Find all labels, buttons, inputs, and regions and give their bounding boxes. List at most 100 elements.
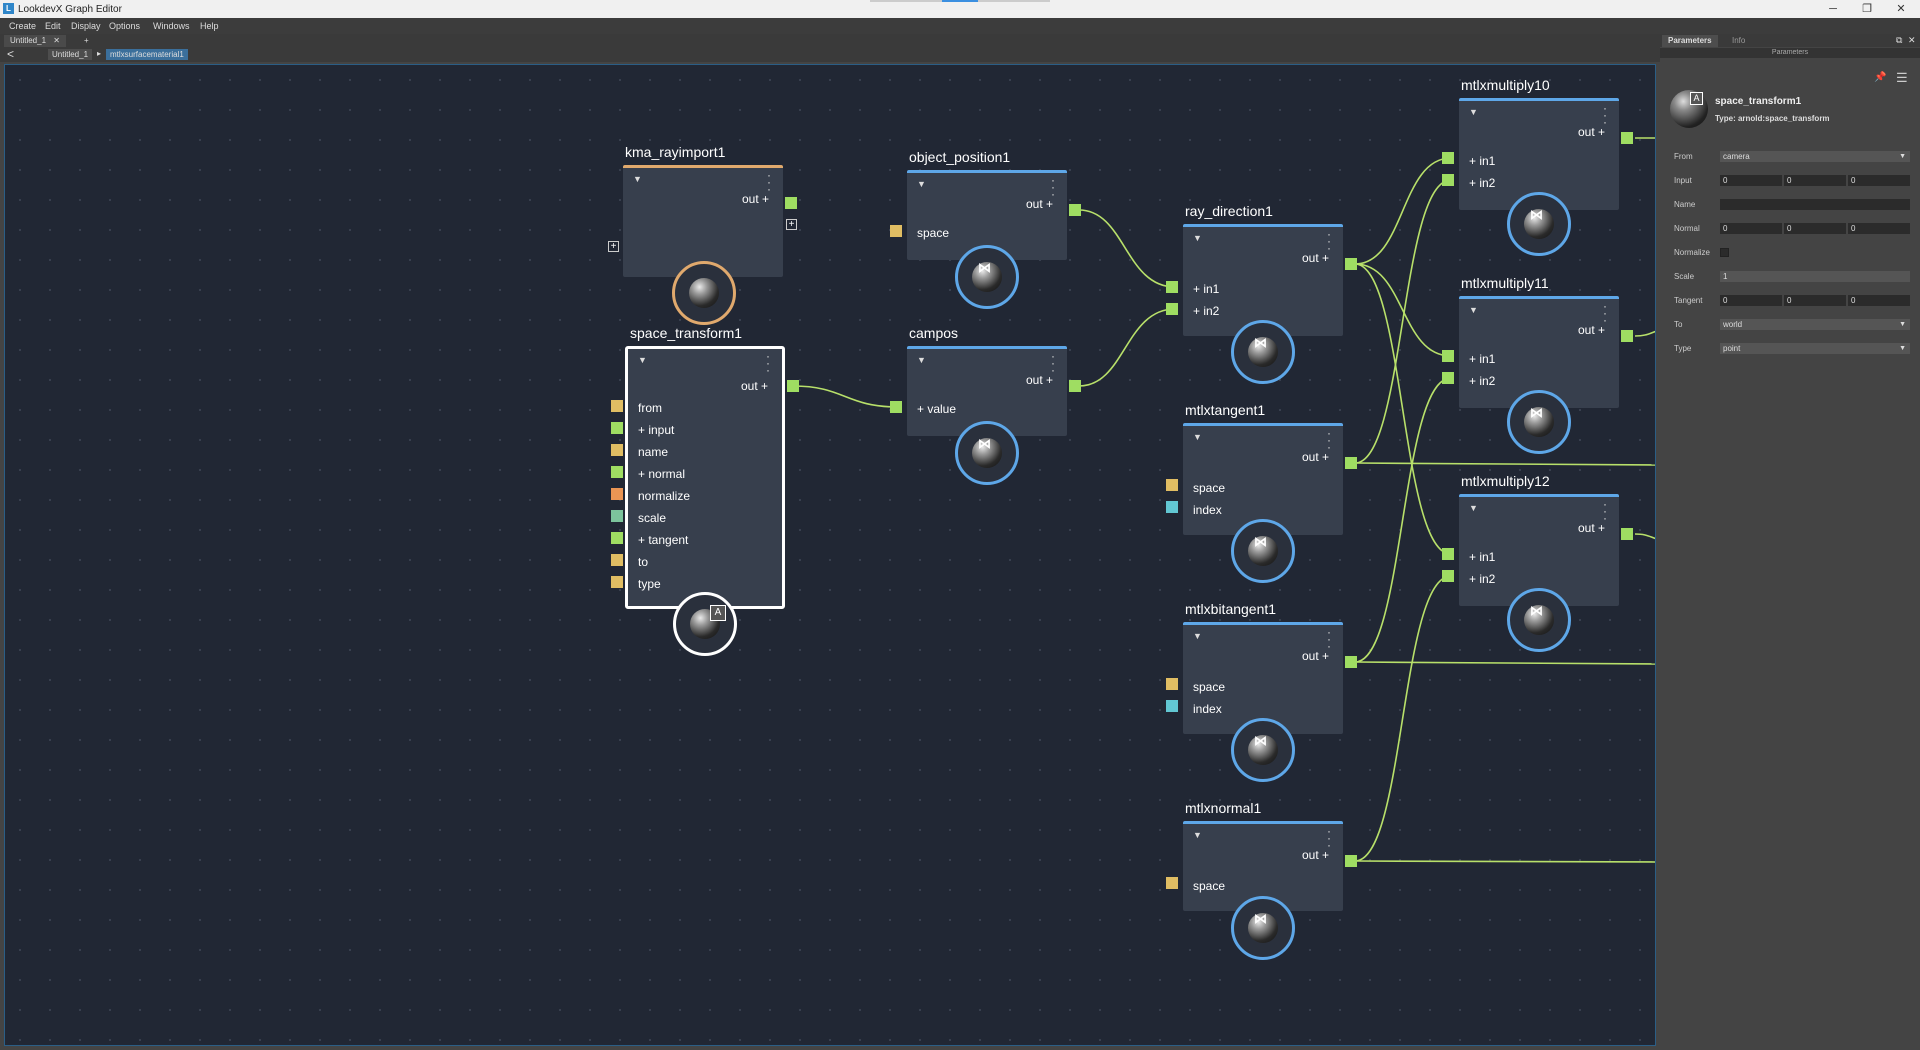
kma-rayimport1-out-pin[interactable] — [785, 197, 797, 209]
menu-edit[interactable]: Edit — [45, 21, 61, 31]
collapse-arrow-icon[interactable]: ▼ — [633, 174, 642, 184]
node-menu-icon[interactable]: ··· — [767, 168, 771, 196]
mtlxbitangent1-preview[interactable]: ⋈ — [1231, 718, 1295, 782]
object-position1-out-pin[interactable] — [1069, 204, 1081, 216]
node-menu-icon[interactable]: ··· — [1327, 426, 1331, 454]
mtlxbitangent1-out-pin[interactable] — [1345, 656, 1357, 668]
kma-rayimport1-preview[interactable] — [672, 261, 736, 325]
value-pin[interactable] — [890, 401, 902, 413]
from-dropdown[interactable]: camera▼ — [1720, 151, 1910, 162]
pin-icon[interactable]: 📌 — [1874, 72, 1887, 83]
expand-inputs-icon[interactable]: + — [608, 241, 619, 252]
node-menu-icon[interactable]: ··· — [1051, 349, 1055, 377]
input-y-field[interactable]: 0 — [1784, 175, 1846, 186]
in1-pin[interactable] — [1166, 281, 1178, 293]
ray-direction1-out-pin[interactable] — [1345, 258, 1357, 270]
type-dropdown[interactable]: point▼ — [1720, 343, 1910, 354]
collapse-arrow-icon[interactable]: ▼ — [1193, 830, 1202, 840]
space-pin[interactable] — [1166, 877, 1178, 889]
in2-pin[interactable] — [1442, 372, 1454, 384]
mtlxmultiply12-preview[interactable]: ⋈ — [1507, 588, 1571, 652]
tab-parameters[interactable]: Parameters — [1662, 35, 1718, 47]
collapse-arrow-icon[interactable]: ▼ — [1469, 305, 1478, 315]
from-pin[interactable] — [611, 400, 623, 412]
normal-z-field[interactable]: 0 — [1848, 223, 1910, 234]
menu-windows[interactable]: Windows — [153, 21, 190, 31]
mtlxmultiply12-out-pin[interactable] — [1621, 528, 1633, 540]
node-mtlxmultiply10[interactable]: mtlxmultiply10 ▼ ··· out + + in1 + in2 — [1459, 77, 1619, 210]
node-mtlxbitangent1[interactable]: mtlxbitangent1 ▼ ··· out + space index — [1183, 601, 1343, 734]
mtlxmultiply10-out-pin[interactable] — [1621, 132, 1633, 144]
space-pin[interactable] — [1166, 678, 1178, 690]
input-pin[interactable] — [611, 422, 623, 434]
collapse-arrow-icon[interactable]: ▼ — [1193, 233, 1202, 243]
close-window-button[interactable]: ✕ — [1896, 3, 1906, 15]
ray-direction1-preview[interactable]: ⋈ — [1231, 320, 1295, 384]
space-pin[interactable] — [1166, 479, 1178, 491]
node-mtlxmultiply11[interactable]: mtlxmultiply11 ▼ ··· out + + in1 + in2 — [1459, 275, 1619, 408]
input-z-field[interactable]: 0 — [1848, 175, 1910, 186]
node-menu-icon[interactable]: ··· — [1603, 497, 1607, 525]
node-menu-icon[interactable]: ··· — [1603, 299, 1607, 327]
collapse-arrow-icon[interactable]: ▼ — [1193, 432, 1202, 442]
mtlxnormal1-out-pin[interactable] — [1345, 855, 1357, 867]
collapse-arrow-icon[interactable]: ▼ — [917, 179, 926, 189]
normalize-checkbox[interactable] — [1720, 248, 1729, 257]
campos-out-pin[interactable] — [1069, 380, 1081, 392]
mtlxmultiply11-preview[interactable]: ⋈ — [1507, 390, 1571, 454]
menu-display[interactable]: Display — [71, 21, 101, 31]
collapse-arrow-icon[interactable]: ▼ — [1193, 631, 1202, 641]
tangent-pin[interactable] — [611, 532, 623, 544]
close-tab-icon[interactable]: ✕ — [53, 36, 60, 45]
tab-info[interactable]: Info — [1732, 36, 1746, 45]
in1-pin[interactable] — [1442, 152, 1454, 164]
menu-create[interactable]: Create — [9, 21, 37, 31]
campos-preview[interactable]: ⋈ — [955, 421, 1019, 485]
mtlxnormal1-preview[interactable]: ⋈ — [1231, 896, 1295, 960]
menu-options[interactable]: Options — [109, 21, 141, 31]
tangent-x-field[interactable]: 0 — [1720, 295, 1782, 306]
collapse-arrow-icon[interactable]: ▼ — [1469, 107, 1478, 117]
node-space-transform1[interactable]: space_transform1 ▼ ··· out + from + inpu… — [625, 325, 785, 609]
menu-help[interactable]: Help — [200, 21, 219, 31]
mtlxtangent1-out-pin[interactable] — [1345, 457, 1357, 469]
scale-pin[interactable] — [611, 510, 623, 522]
breadcrumb-untitled-1[interactable]: Untitled_1 — [48, 49, 93, 60]
normalize-pin[interactable] — [611, 488, 623, 500]
node-menu-icon[interactable]: ··· — [1327, 625, 1331, 653]
float-panel-icon[interactable]: ⧉ — [1896, 35, 1903, 45]
normal-y-field[interactable]: 0 — [1784, 223, 1846, 234]
node-menu-icon[interactable]: ··· — [1603, 101, 1607, 129]
mtlxmultiply10-preview[interactable]: ⋈ — [1507, 192, 1571, 256]
collapse-arrow-icon[interactable]: ▼ — [638, 355, 647, 365]
node-menu-icon[interactable]: ··· — [1327, 227, 1331, 255]
mtlxtangent1-preview[interactable]: ⋈ — [1231, 519, 1295, 583]
in2-pin[interactable] — [1166, 303, 1178, 315]
in1-pin[interactable] — [1442, 350, 1454, 362]
index-pin[interactable] — [1166, 700, 1178, 712]
name-pin[interactable] — [611, 444, 623, 456]
name-field[interactable] — [1720, 199, 1910, 210]
scale-field[interactable]: 1 — [1720, 271, 1910, 282]
hamburger-menu-icon[interactable]: ☰ — [1896, 70, 1908, 85]
tangent-y-field[interactable]: 0 — [1784, 295, 1846, 306]
node-mtlxtangent1[interactable]: mtlxtangent1 ▼ ··· out + space index — [1183, 402, 1343, 535]
node-object-position1[interactable]: object_position1 ▼ ··· out + space — [907, 149, 1067, 260]
index-pin[interactable] — [1166, 501, 1178, 513]
in2-pin[interactable] — [1442, 174, 1454, 186]
normal-pin[interactable] — [611, 466, 623, 478]
tangent-z-field[interactable]: 0 — [1848, 295, 1910, 306]
collapse-arrow-icon[interactable]: ▼ — [1469, 503, 1478, 513]
to-dropdown[interactable]: world▼ — [1720, 319, 1910, 330]
node-mtlxmultiply12[interactable]: mtlxmultiply12 ▼ ··· out + + in1 + in2 — [1459, 473, 1619, 606]
minimize-button[interactable]: ─ — [1829, 3, 1837, 15]
normal-x-field[interactable]: 0 — [1720, 223, 1782, 234]
graph-canvas[interactable]: kma_rayimport1 ▼ ··· out + + + space_tra… — [4, 64, 1656, 1046]
mtlxmultiply11-out-pin[interactable] — [1621, 330, 1633, 342]
space-transform1-out-pin[interactable] — [787, 380, 799, 392]
space-transform1-preview[interactable]: A — [673, 592, 737, 656]
node-menu-icon[interactable]: ··· — [1327, 824, 1331, 852]
type-pin[interactable] — [611, 576, 623, 588]
to-pin[interactable] — [611, 554, 623, 566]
in1-pin[interactable] — [1442, 548, 1454, 560]
